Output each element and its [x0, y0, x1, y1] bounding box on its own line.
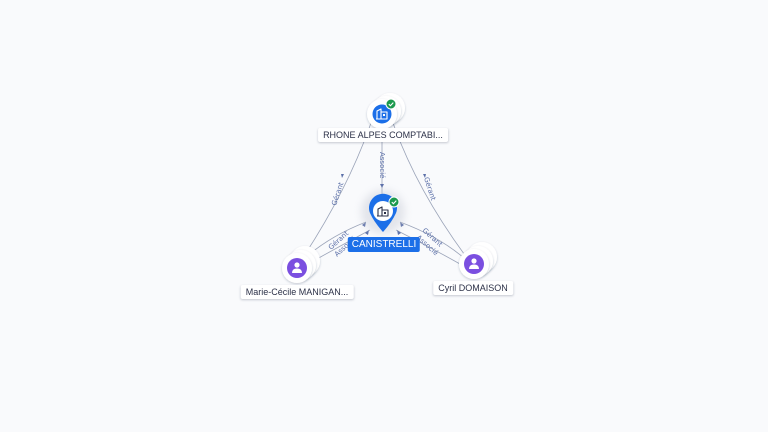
node-center[interactable]: [361, 190, 405, 234]
edge-right-center-1[interactable]: [399, 221, 465, 259]
node-center-label[interactable]: CANISTRELLI: [347, 237, 421, 252]
node-right[interactable]: [459, 242, 497, 279]
person-icon: [292, 262, 302, 273]
arrow-top-center: [380, 184, 384, 188]
arrow-right-center-2: [397, 230, 401, 235]
person-icon: [469, 258, 479, 269]
building-icon: [377, 206, 389, 217]
edge-label-top-right: Gérant: [422, 176, 437, 202]
arrow-left-center-2: [365, 230, 369, 235]
verified-icon: [388, 196, 400, 208]
node-top-label[interactable]: RHONE ALPES COMPTABI...: [318, 128, 448, 142]
node-left[interactable]: [282, 246, 320, 283]
edge-right-center-2[interactable]: [395, 229, 461, 265]
node-right-label[interactable]: Cyril DOMAISON: [433, 281, 513, 295]
verified-icon: [385, 98, 397, 110]
node-top[interactable]: [367, 93, 405, 129]
edge-label-top-center: Associé: [378, 152, 386, 178]
arrow-top-left: [341, 174, 344, 178]
node-left-label[interactable]: Marie-Cécile MANIGAN...: [240, 285, 354, 299]
building-icon: [376, 108, 388, 120]
arrow-top-right: [423, 174, 426, 178]
edge-label-top-left: Gérant: [330, 181, 345, 207]
